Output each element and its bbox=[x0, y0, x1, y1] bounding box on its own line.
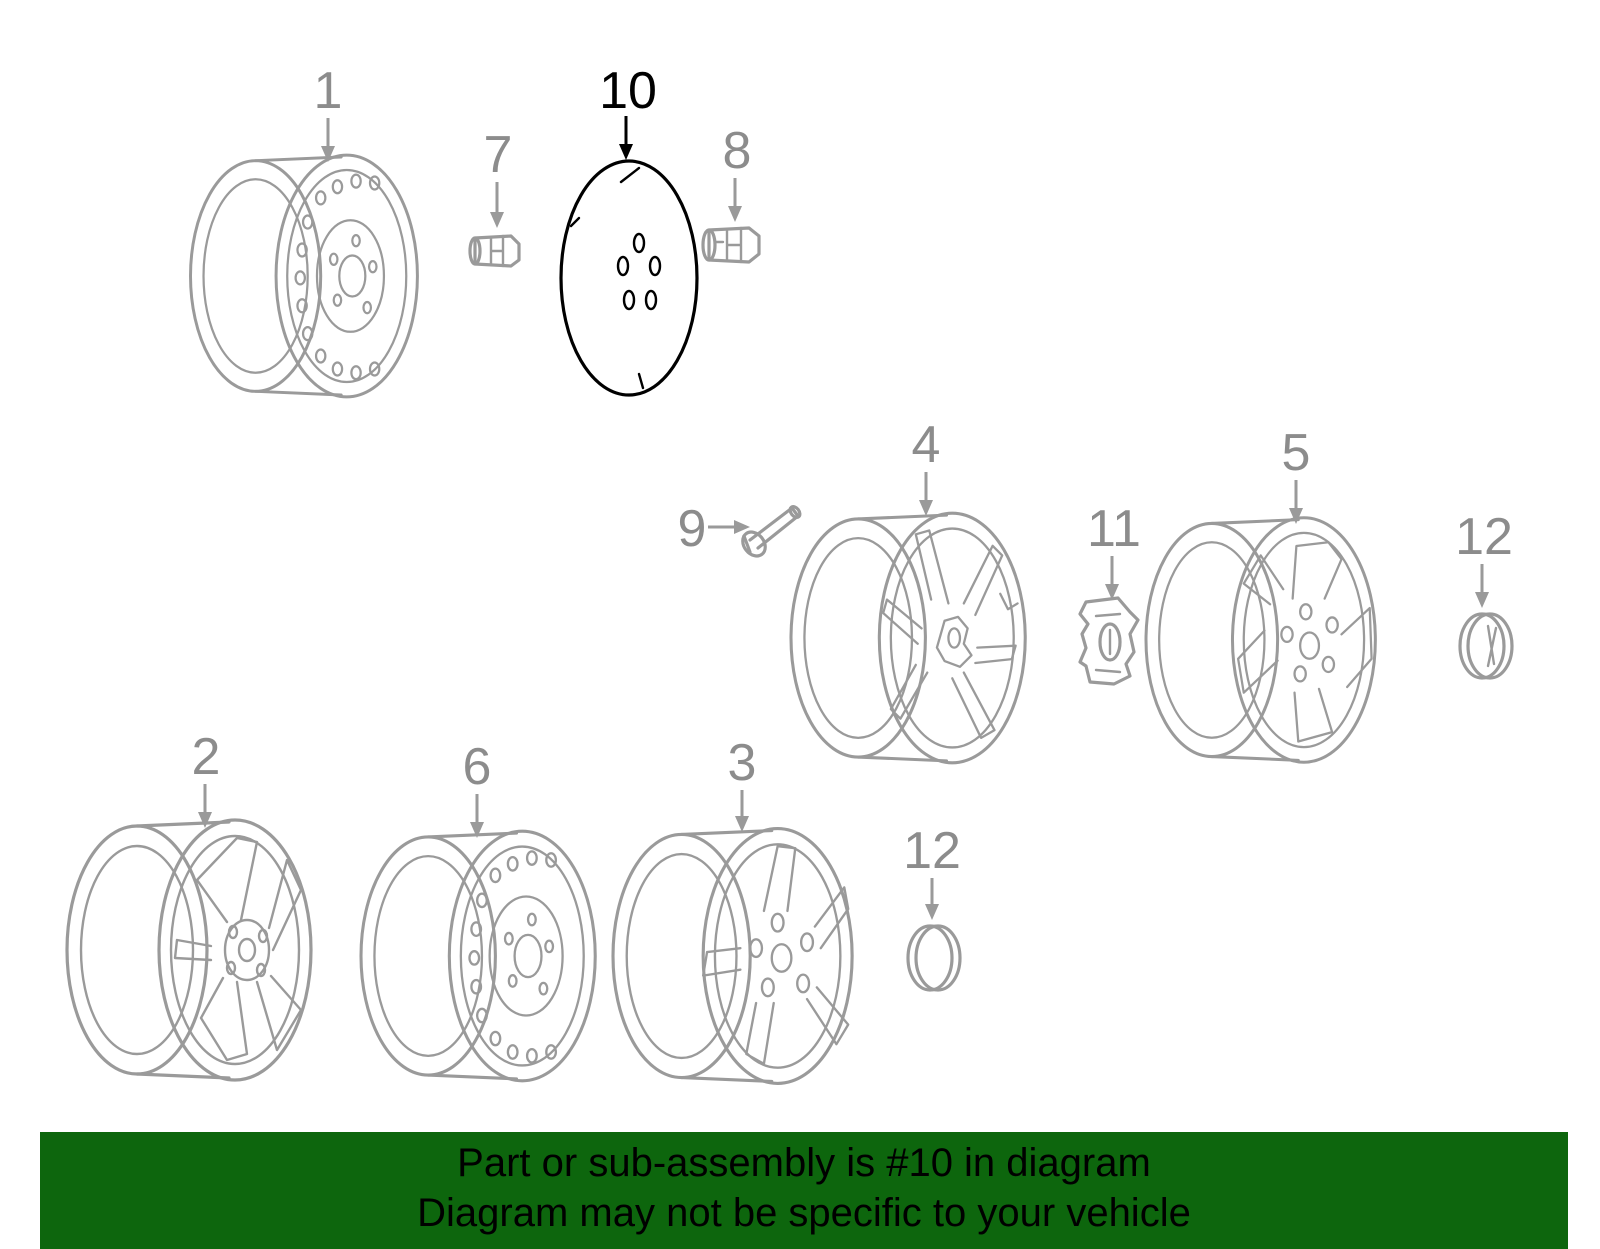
arrow-7 bbox=[490, 182, 504, 228]
arrow-12-upper bbox=[1475, 564, 1489, 608]
callout-1: 1 bbox=[314, 62, 343, 120]
callout-2: 2 bbox=[192, 728, 221, 786]
info-banner: Part or sub-assembly is #10 in diagram D… bbox=[40, 1132, 1568, 1249]
part-6-steel-wheel bbox=[359, 829, 597, 1083]
part-11-center-cap bbox=[1078, 596, 1140, 686]
part-10-wheel-cover bbox=[559, 159, 699, 397]
arrow-11 bbox=[1105, 556, 1119, 600]
arrow-12-lower bbox=[925, 878, 939, 920]
arrow-6 bbox=[470, 794, 484, 838]
arrow-10 bbox=[619, 116, 633, 160]
arrow-8 bbox=[728, 178, 742, 222]
part-2-alloy-wheel bbox=[65, 818, 313, 1082]
callout-3: 3 bbox=[728, 734, 757, 792]
arrow-1 bbox=[321, 118, 335, 162]
callout-7: 7 bbox=[484, 126, 513, 184]
part-3-alloy-wheel bbox=[611, 827, 854, 1085]
part-9-lug-bolt bbox=[741, 505, 802, 558]
part-4-alloy-wheel bbox=[789, 511, 1027, 765]
arrow-4 bbox=[919, 472, 933, 516]
banner-line-1: Part or sub-assembly is #10 in diagram bbox=[457, 1141, 1151, 1185]
part-12-center-cap-upper bbox=[1458, 612, 1514, 680]
part-12-center-cap-lower bbox=[906, 924, 962, 992]
part-8-lug-nut bbox=[701, 226, 761, 264]
arrow-2 bbox=[198, 784, 212, 828]
arrow-3 bbox=[735, 790, 749, 832]
callout-4: 4 bbox=[912, 416, 941, 474]
callout-6: 6 bbox=[463, 738, 492, 796]
arrow-5 bbox=[1289, 480, 1303, 524]
callout-9: 9 bbox=[678, 500, 707, 558]
callout-12-lower: 12 bbox=[903, 822, 961, 880]
callout-11: 11 bbox=[1087, 500, 1141, 558]
callout-8: 8 bbox=[723, 122, 752, 180]
arrow-9 bbox=[708, 520, 750, 534]
banner-line-2: Diagram may not be specific to your vehi… bbox=[417, 1191, 1191, 1235]
part-1-steel-wheel bbox=[189, 153, 419, 399]
callout-5: 5 bbox=[1282, 424, 1311, 482]
part-7-lug-nut bbox=[468, 234, 521, 268]
callout-10: 10 bbox=[599, 62, 657, 120]
part-5-alloy-wheel bbox=[1144, 516, 1377, 764]
callout-12-upper: 12 bbox=[1455, 508, 1513, 566]
